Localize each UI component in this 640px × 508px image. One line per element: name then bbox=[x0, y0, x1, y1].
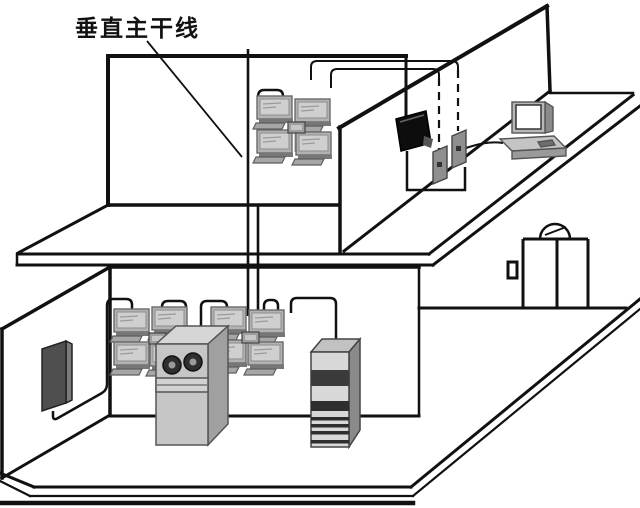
server-tower-icon bbox=[309, 336, 362, 450]
workstation-icon bbox=[243, 341, 285, 376]
lower-left-wall bbox=[0, 264, 113, 481]
workstation-icon bbox=[252, 95, 294, 130]
cabling bbox=[51, 40, 504, 421]
door-arch-icon bbox=[521, 222, 590, 308]
building-structure bbox=[0, 3, 640, 506]
workstation-icon bbox=[252, 129, 294, 164]
wall-outlet-icon bbox=[432, 144, 448, 186]
lower-floor-slab bbox=[0, 297, 640, 506]
upper-back-wall bbox=[106, 54, 408, 207]
workstation-cluster-upper bbox=[252, 95, 333, 166]
upper-floor-slab bbox=[15, 91, 640, 268]
hub-icon bbox=[287, 121, 306, 134]
workstation-icon bbox=[109, 308, 151, 343]
desktop-computer-icon bbox=[498, 100, 568, 160]
power-outlet-icon bbox=[506, 260, 519, 280]
label-leader-line bbox=[146, 40, 243, 158]
wiring-cabinet-icon bbox=[154, 324, 230, 447]
wall-panel-icon bbox=[41, 339, 73, 413]
hub-icon bbox=[241, 331, 260, 344]
vertical-backbone-label: 垂直主干线 bbox=[75, 15, 200, 42]
workstation-cluster-lower-right bbox=[206, 306, 286, 376]
workstation-icon bbox=[291, 131, 333, 166]
wall-switch-icon bbox=[395, 110, 433, 152]
workstation-icon bbox=[109, 341, 151, 376]
wall-outlet-icon-2 bbox=[451, 128, 467, 170]
